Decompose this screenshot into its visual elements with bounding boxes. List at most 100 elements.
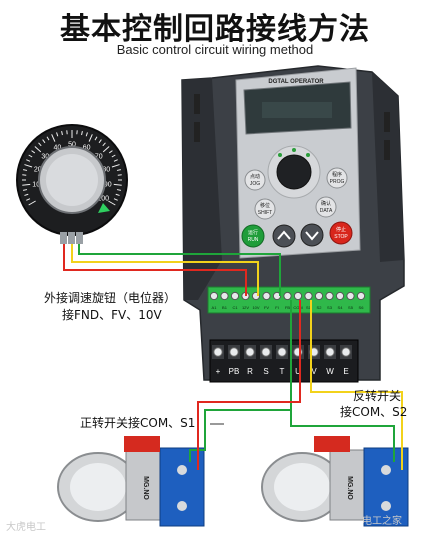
control-terminal-label: S5 <box>348 305 354 310</box>
switch-button-face <box>70 463 126 511</box>
knob-label-line1: 外接调速旋钮（电位器） <box>44 290 176 306</box>
control-terminal-label: 10V <box>252 305 259 310</box>
control-terminal-screw <box>347 292 354 299</box>
reverse-switch-label-line1: 反转开关 <box>353 388 401 404</box>
lcd-digits <box>262 102 332 118</box>
operator-panel: DGTAL OPERATOR 点动 JOG 程序 PROG 移位 SHIFT 确… <box>236 68 360 258</box>
down-key[interactable] <box>301 224 323 246</box>
power-terminal-screw <box>326 348 334 356</box>
power-terminal-screw <box>262 348 270 356</box>
control-terminal-label: FB <box>285 305 290 310</box>
vent-slot <box>384 112 390 132</box>
jog-key-cn: 点动 <box>250 173 260 180</box>
forward-switch[interactable]: MG.NO <box>58 436 204 526</box>
control-terminal-label: FI <box>275 305 279 310</box>
data-key-cn: 确认 <box>321 200 331 207</box>
jog-key-en: JOG <box>250 181 260 187</box>
knob-cap-center <box>46 154 98 206</box>
run-key-en: RUN <box>248 237 259 243</box>
control-terminal-screw <box>284 292 291 299</box>
power-terminal-label: W <box>326 367 334 376</box>
reverse-switch-label-line2: 接COM、S2 <box>340 404 407 420</box>
control-terminal-screw <box>210 292 217 299</box>
control-terminal-screw <box>221 292 228 299</box>
up-key[interactable] <box>273 225 295 247</box>
vent-slot <box>194 94 200 114</box>
power-terminal-screw <box>278 348 286 356</box>
dial-led <box>306 153 310 157</box>
control-terminal-screw <box>305 292 312 299</box>
control-terminal-screw <box>315 292 322 299</box>
power-terminal-label: R <box>247 367 253 376</box>
control-terminal-screw <box>326 292 333 299</box>
watermark-left: 大虎电工 <box>6 518 46 533</box>
data-key-en: DATA <box>320 208 333 214</box>
control-terminal-screw <box>231 292 238 299</box>
control-terminal-screw <box>336 292 343 299</box>
switch-brand-label: MG.NO <box>346 476 353 500</box>
power-terminal-label: S <box>263 367 268 376</box>
contact-screw <box>177 465 187 475</box>
stop-key-cn: 停止 <box>336 226 346 233</box>
control-terminal-label: A1 <box>212 305 218 310</box>
contact-screw <box>381 501 391 511</box>
knob-label-line2: 接FND、FV、10V <box>62 307 162 323</box>
switch-red-contact <box>314 436 350 452</box>
stop-key[interactable]: 停止 STOP <box>330 222 352 244</box>
control-terminal-screw <box>357 292 364 299</box>
control-terminal-label: S2 <box>317 305 323 310</box>
control-terminal-label: FV <box>264 305 269 310</box>
prog-key-cn: 程序 <box>332 171 342 178</box>
jog-key[interactable]: 点动 JOG <box>245 170 265 190</box>
knob-pin <box>68 232 75 244</box>
switch-red-contact <box>124 436 160 452</box>
shift-key-cn: 移位 <box>260 202 270 209</box>
contact-screw <box>381 465 391 475</box>
power-terminal-screw <box>342 348 350 356</box>
run-key[interactable]: 运行 RUN <box>242 225 264 247</box>
switch-button-face <box>274 463 330 511</box>
control-terminal-label: S3 <box>327 305 333 310</box>
forward-switch-label: 正转开关接COM、S1 <box>80 415 195 431</box>
page-subtitle: Basic control circuit wiring method <box>0 42 430 57</box>
power-terminal-label: + <box>216 367 221 376</box>
stop-key-en: STOP <box>334 234 348 240</box>
dial-knob <box>277 155 311 189</box>
power-terminal-screw <box>230 348 238 356</box>
control-terminal-label: COM <box>293 305 302 310</box>
dial-led <box>292 148 296 152</box>
control-terminal-label: C1 <box>232 305 238 310</box>
control-terminal-screws <box>210 292 364 299</box>
knob-pin <box>76 232 83 244</box>
power-terminal-label: PB <box>229 367 240 376</box>
prog-key-en: PROG <box>330 179 345 185</box>
power-terminal-label: E <box>343 367 348 376</box>
power-terminal-screw <box>246 348 254 356</box>
shift-key[interactable]: 移位 SHIFT <box>255 199 275 219</box>
data-key[interactable]: 确认 DATA <box>316 197 336 217</box>
power-terminal-label: V <box>311 367 317 376</box>
vent-slot <box>194 122 200 142</box>
power-terminal-screws <box>212 345 352 359</box>
run-key-cn: 运行 <box>248 229 258 236</box>
prog-key[interactable]: 程序 PROG <box>327 168 347 188</box>
switch-brand-label: MG.NO <box>142 476 149 500</box>
control-terminal-screw <box>294 292 301 299</box>
control-terminal-screw <box>263 292 270 299</box>
control-terminal-label: 12V <box>242 305 249 310</box>
control-terminal-label: B1 <box>222 305 228 310</box>
dial-led <box>278 153 282 157</box>
power-terminal-screw <box>214 348 222 356</box>
watermark-right: 电工之家 <box>362 512 402 527</box>
shift-key-en: SHIFT <box>258 210 272 216</box>
control-terminal-label: S4 <box>338 305 344 310</box>
contact-screw <box>177 501 187 511</box>
power-terminal-label: T <box>280 367 285 376</box>
vent-slot <box>384 140 390 160</box>
